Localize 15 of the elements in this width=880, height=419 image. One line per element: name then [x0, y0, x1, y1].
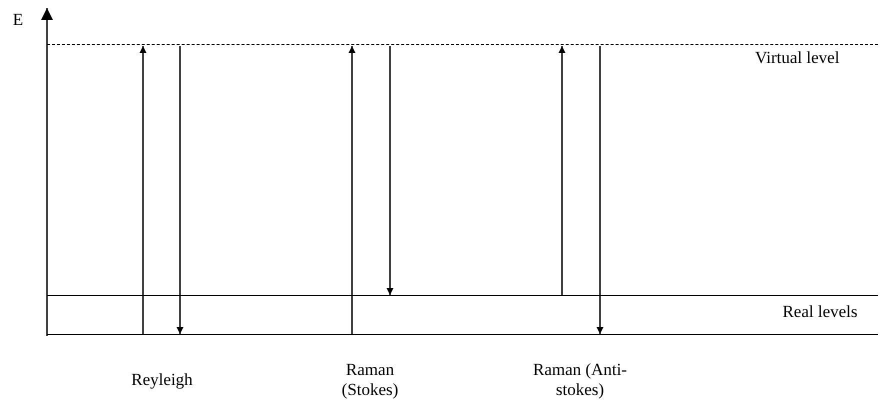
level-label: Virtual level	[755, 48, 840, 68]
transition-arrow	[386, 46, 394, 295]
axis-label: E	[12, 10, 24, 30]
energy-level-line	[47, 334, 878, 336]
transition-arrow	[348, 46, 356, 334]
process-label: Reyleigh	[130, 370, 194, 390]
level-label: Real levels	[781, 302, 859, 322]
energy-level-line	[47, 295, 878, 297]
transition-arrow	[558, 46, 566, 295]
process-label: Raman (Anti-stokes)	[532, 360, 628, 400]
virtual-level-line	[47, 44, 878, 46]
transition-arrow	[140, 46, 146, 334]
transition-arrow	[176, 46, 184, 334]
transition-arrow	[596, 46, 604, 334]
process-label: Raman (Stokes)	[340, 360, 400, 400]
